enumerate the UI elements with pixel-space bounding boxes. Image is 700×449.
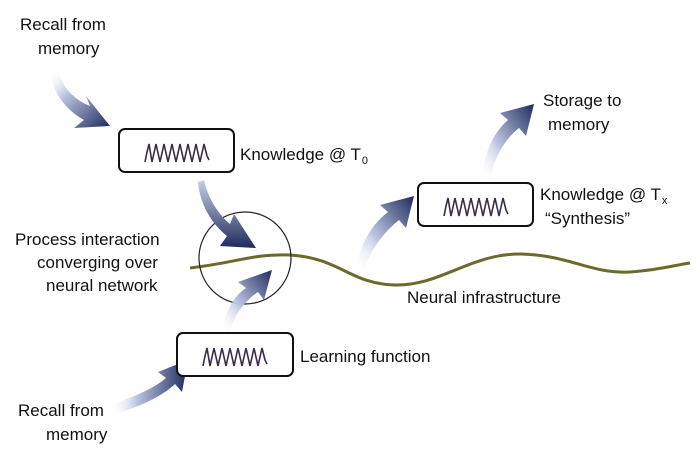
signal-waveform-icon <box>144 143 210 163</box>
arrow-network-to-knowledge-tx <box>356 196 414 270</box>
arrow-knowledge-t0-to-network <box>198 180 256 248</box>
knowledge-t0-text: Knowledge @ T <box>240 145 361 164</box>
arrow-knowledge-tx-to-storage <box>482 104 534 180</box>
learning-function-label: Learning function <box>300 347 431 366</box>
storage-line2: memory <box>548 115 610 134</box>
signal-waveform-icon <box>443 197 509 217</box>
knowledge-t0-label: Knowledge @ T0 <box>240 144 368 172</box>
neural-infrastructure-label: Neural infrastructure <box>407 288 562 307</box>
knowledge-t0-box <box>118 128 235 173</box>
knowledge-tx-label: Knowledge @ Tx <box>540 184 667 212</box>
storage-line1: Storage to <box>543 91 622 110</box>
knowledge-t0-subscript: 0 <box>361 155 369 167</box>
knowledge-tx-subscript: x <box>661 195 668 207</box>
process-line2: converging over <box>37 253 158 272</box>
learning-function-box <box>176 332 294 377</box>
arrow-learning-to-network <box>222 270 272 332</box>
signal-waveform-icon <box>202 347 268 367</box>
convergence-circle <box>198 211 292 305</box>
synthesis-label: “Synthesis” <box>545 209 631 228</box>
arrow-recall-to-knowledge-t0 <box>50 70 110 128</box>
arrow-recall-to-learning <box>110 360 188 414</box>
recall-bottom-line2: memory <box>46 425 108 444</box>
knowledge-tx-text: Knowledge @ T <box>540 185 661 204</box>
recall-top-line1: Recall from <box>20 15 106 34</box>
process-line3: neural network <box>46 276 158 295</box>
recall-bottom-line1: Recall from <box>18 401 104 420</box>
recall-top-line2: memory <box>38 39 100 58</box>
process-line1: Process interaction <box>15 230 160 249</box>
knowledge-tx-box <box>417 182 534 227</box>
neural-wave-line <box>189 252 691 287</box>
